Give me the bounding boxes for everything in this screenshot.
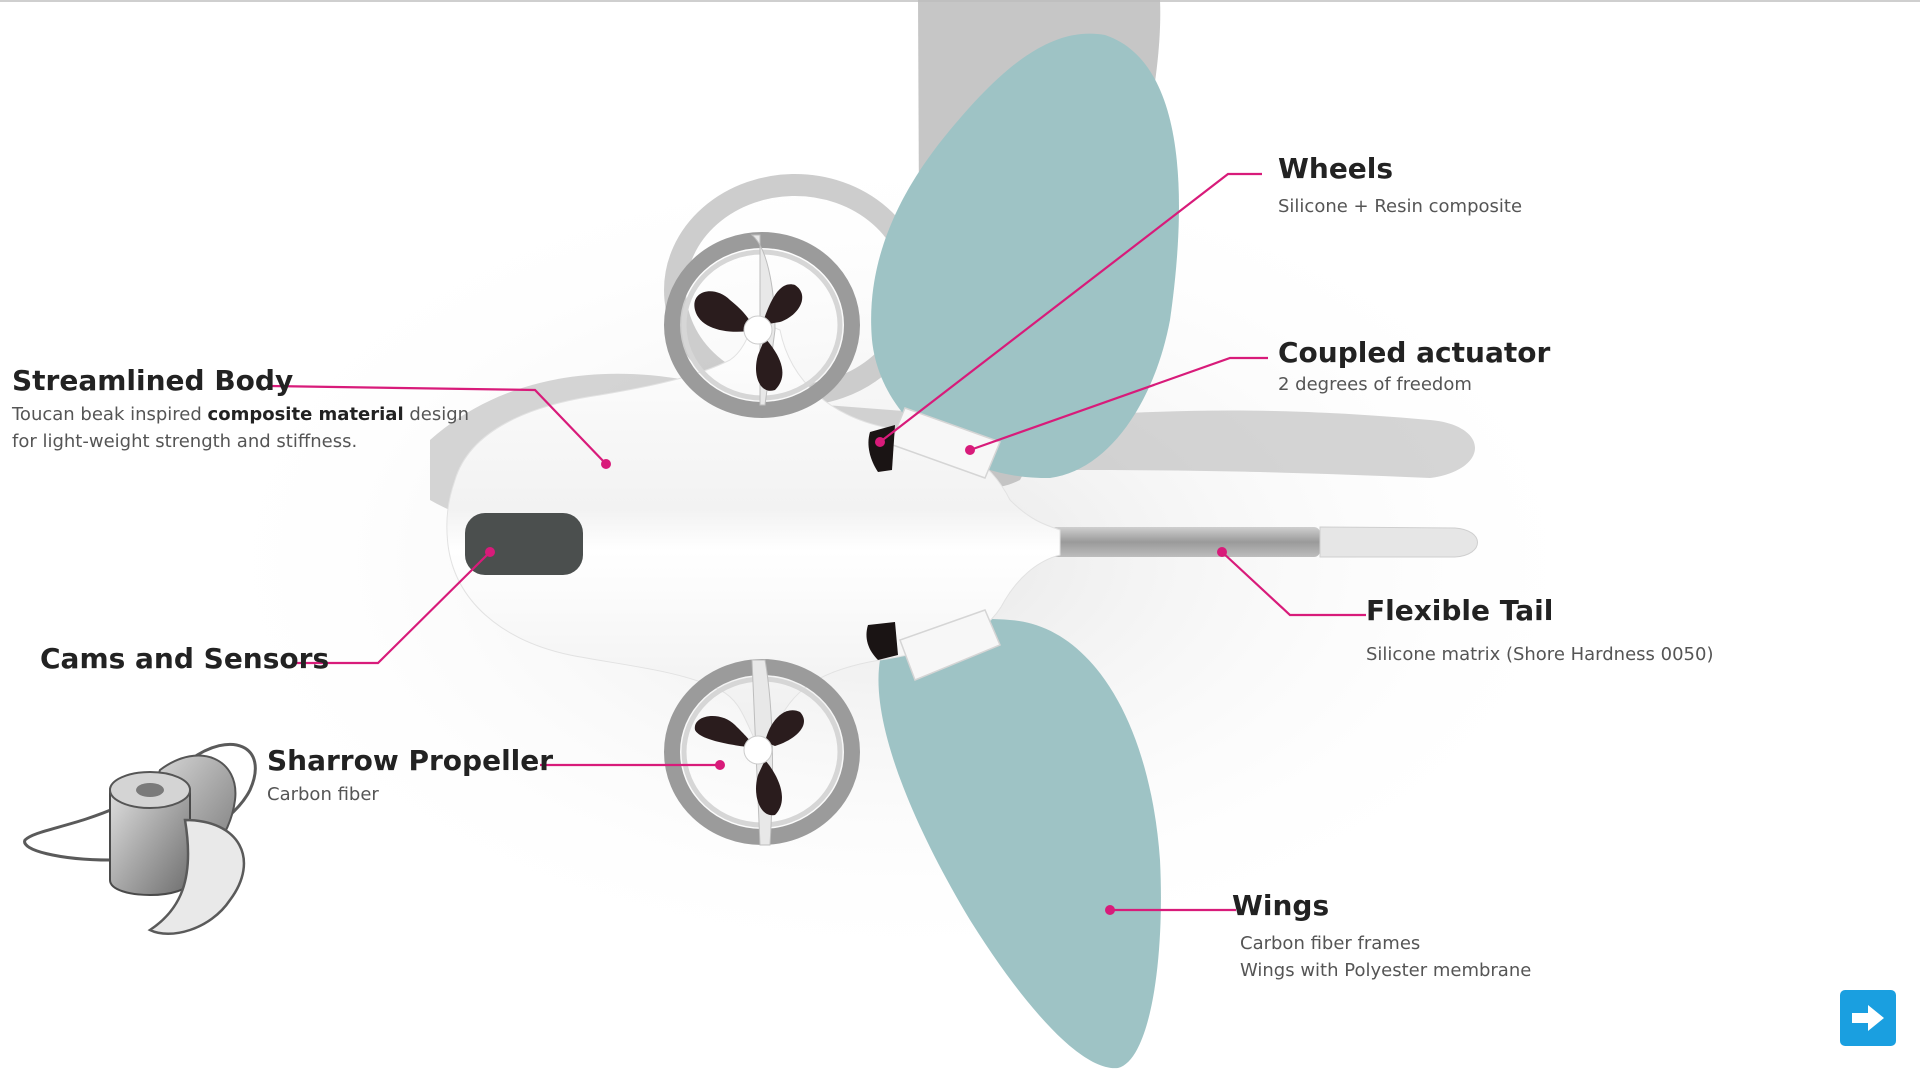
body-callout: Streamlined Body Toucan beak inspired co… — [12, 365, 469, 455]
actuator-title: Coupled actuator — [1278, 337, 1550, 369]
body-description-line2: for light-weight strength and stiffness. — [12, 428, 469, 455]
upper-wing — [871, 34, 1179, 478]
right-arrow-icon — [1848, 1002, 1888, 1034]
body-description-pre: Toucan beak inspired — [12, 404, 208, 425]
body-description-post: design — [404, 404, 469, 425]
cams-title: Cams and Sensors — [40, 643, 329, 675]
wings-description-line2: Wings with Polyester membrane — [1240, 957, 1531, 984]
propeller-closeup — [25, 744, 256, 933]
wings-callout: Wings Carbon fiber frames Wings with Pol… — [1232, 890, 1531, 984]
propeller-title: Sharrow Propeller — [267, 745, 553, 777]
cams-callout: Cams and Sensors — [40, 643, 329, 675]
wheels-callout: Wheels Silicone + Resin composite — [1278, 153, 1522, 220]
tail-description: Silicone matrix (Shore Hardness 0050) — [1366, 641, 1713, 668]
wings-title: Wings — [1232, 890, 1531, 922]
wheels-description: Silicone + Resin composite — [1278, 193, 1522, 220]
body-title: Streamlined Body — [12, 365, 469, 397]
actuator-callout: Coupled actuator 2 degrees of freedom — [1278, 337, 1550, 398]
wheels-title: Wheels — [1278, 153, 1522, 185]
camera-module — [465, 513, 583, 575]
propeller-description: Carbon fiber — [267, 781, 553, 808]
actuator-description: 2 degrees of freedom — [1278, 371, 1550, 398]
next-button[interactable] — [1840, 990, 1896, 1046]
body-description-bold: composite material — [208, 404, 404, 425]
tail-title: Flexible Tail — [1366, 595, 1713, 627]
propeller-callout: Sharrow Propeller Carbon fiber — [267, 745, 553, 808]
body-description: Toucan beak inspired composite material … — [12, 401, 469, 428]
tail — [1050, 527, 1478, 557]
tail-callout: Flexible Tail Silicone matrix (Shore Har… — [1366, 595, 1713, 668]
wings-description-line1: Carbon fiber frames — [1240, 930, 1531, 957]
